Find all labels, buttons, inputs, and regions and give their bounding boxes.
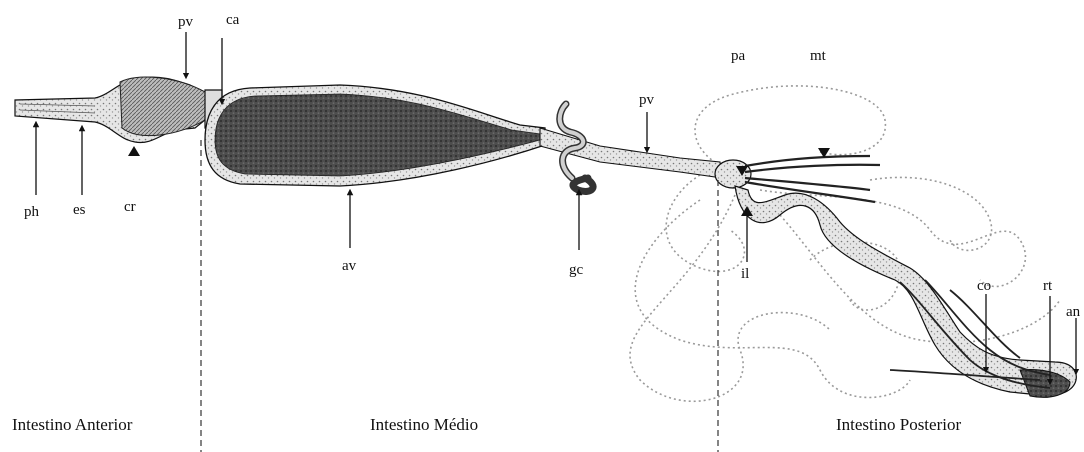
region-anterior: Intestino Anterior: [12, 415, 133, 434]
label-cr: cr: [124, 199, 136, 215]
hindgut: [735, 186, 1076, 397]
label-es: es: [73, 202, 86, 218]
label-rt: rt: [1043, 278, 1053, 294]
pointer-arrows: [36, 32, 1076, 382]
label-co: co: [977, 278, 991, 294]
marker-cr: [128, 146, 140, 156]
foregut: [15, 77, 205, 143]
label-ph: ph: [24, 204, 40, 220]
region-medio: Intestino Médio: [370, 415, 478, 434]
pylorus-bulb: [715, 160, 751, 188]
label-an: an: [1066, 304, 1081, 320]
midgut: [205, 85, 545, 186]
label-pv-left: pv: [178, 14, 194, 30]
label-mt: mt: [810, 48, 827, 64]
label-ca: ca: [226, 12, 240, 28]
label-gc: gc: [569, 262, 584, 278]
label-av: av: [342, 258, 357, 274]
label-il: il: [741, 266, 749, 282]
region-posterior: Intestino Posterior: [836, 415, 961, 434]
tubule-lines: [745, 156, 880, 202]
label-pa: pa: [731, 48, 746, 64]
label-pv-right: pv: [639, 92, 655, 108]
